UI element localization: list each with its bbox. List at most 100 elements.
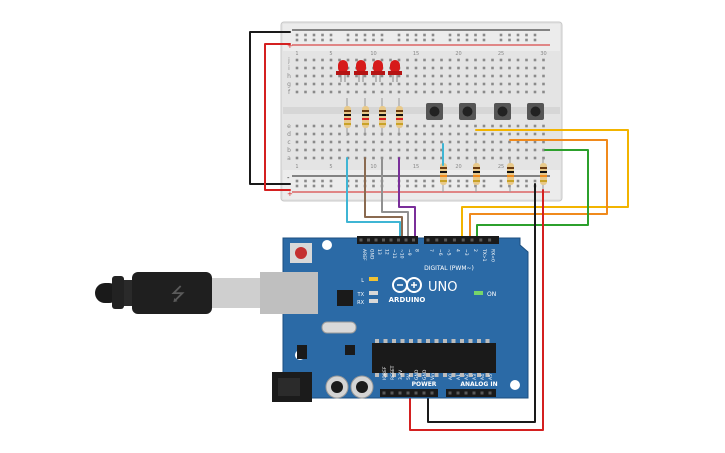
atmega-chip: [372, 339, 496, 377]
led-2[interactable]: [354, 60, 368, 82]
digital-pin-label: 2: [472, 249, 478, 252]
analog-header[interactable]: [446, 389, 496, 397]
led-resistor-3[interactable]: [379, 98, 386, 136]
button-group: [426, 103, 544, 120]
button-4[interactable]: [527, 103, 544, 120]
led-group: [336, 60, 402, 82]
digital-header-left[interactable]: [357, 236, 418, 244]
digital-pin[interactable]: [470, 238, 474, 242]
power-pin[interactable]: [398, 391, 402, 395]
analog-pin[interactable]: [480, 391, 484, 395]
digital-pin[interactable]: [374, 238, 378, 242]
wire-button-green[interactable]: [476, 149, 589, 241]
led-1[interactable]: [336, 60, 350, 82]
led-rx-indicator: [369, 299, 378, 303]
digital-pin[interactable]: [444, 238, 448, 242]
led-resistor-1[interactable]: [344, 98, 351, 136]
digital-pin[interactable]: [382, 238, 385, 242]
chip-pins: [375, 339, 490, 377]
led-resistor-4[interactable]: [396, 98, 403, 136]
row-letter: i: [288, 65, 290, 72]
led-tx-label: TX: [357, 292, 365, 298]
wire-led-2-brown[interactable]: [364, 157, 403, 241]
power-pin[interactable]: [390, 391, 394, 395]
wire-power-rail-loop[interactable]: [264, 43, 291, 191]
button-resistor-1[interactable]: [440, 158, 447, 192]
column-number: 25: [498, 164, 504, 170]
wire-ground-rail-loop[interactable]: [249, 31, 291, 185]
wire-led-1-cyan[interactable]: [346, 157, 401, 241]
row-letter: j: [287, 57, 290, 64]
row-letter: c: [287, 139, 290, 146]
digital-pin-label: 4: [454, 249, 460, 252]
analog-pin[interactable]: [488, 391, 492, 395]
row-letter: e: [287, 123, 291, 130]
row-letter: f: [288, 89, 291, 96]
wire-group: [249, 31, 629, 431]
analog-pin[interactable]: [456, 391, 460, 395]
digital-pin-label: ~11: [391, 249, 397, 259]
button-resistor-group: [440, 158, 547, 192]
wire-led-4-purple[interactable]: [398, 157, 416, 241]
power-pin[interactable]: [430, 391, 434, 395]
led-resistor-2[interactable]: [362, 98, 369, 136]
digital-pin-label: 8: [414, 249, 420, 252]
column-number: 15: [413, 51, 419, 57]
digital-header-right[interactable]: [424, 236, 499, 244]
column-number: 10: [370, 51, 376, 57]
button-resistor-3[interactable]: [507, 158, 514, 192]
digital-pin[interactable]: [488, 238, 492, 242]
column-number: 5: [329, 51, 332, 57]
wire-5v-red[interactable]: [409, 189, 544, 431]
digital-pin-label: GND: [369, 249, 375, 260]
power-pin[interactable]: [422, 391, 426, 395]
analog-pin[interactable]: [472, 391, 476, 395]
analog-pin[interactable]: [448, 391, 452, 395]
usb-port: [260, 272, 318, 314]
digital-pin-label: ~9: [406, 249, 412, 256]
button-resistor-2[interactable]: [473, 158, 480, 192]
digital-pin-label: 7: [428, 249, 434, 252]
digital-pin[interactable]: [426, 238, 430, 242]
analog-pin-label: A2: [464, 374, 470, 380]
row-letter: g: [287, 81, 291, 88]
power-pin-label: GND: [414, 369, 420, 380]
digital-pin[interactable]: [452, 238, 456, 242]
digital-pin[interactable]: [397, 238, 400, 242]
led-3[interactable]: [371, 60, 385, 82]
row-letter: b: [287, 147, 291, 154]
digital-pin[interactable]: [389, 238, 393, 242]
analog-pin[interactable]: [464, 391, 468, 395]
digital-pin[interactable]: [412, 238, 415, 242]
wire-button-orange[interactable]: [469, 139, 608, 241]
led-4[interactable]: [388, 60, 402, 82]
power-pin[interactable]: [414, 391, 418, 395]
digital-pin[interactable]: [479, 238, 483, 242]
digital-pin[interactable]: [435, 238, 439, 242]
reset-button-cap[interactable]: [295, 247, 307, 259]
button-1[interactable]: [426, 103, 443, 120]
wire-button-yellow[interactable]: [461, 129, 629, 241]
model-label: UNO: [428, 280, 457, 295]
wire-led-3-gray[interactable]: [381, 157, 409, 241]
digital-pin[interactable]: [359, 238, 363, 242]
row-letter: d: [287, 131, 291, 138]
power-pin-label: 3.3V: [398, 369, 404, 380]
digital-pin[interactable]: [461, 238, 465, 242]
rail-minus-label-bottom: -: [287, 174, 290, 182]
button-resistor-4[interactable]: [540, 158, 547, 192]
on-label: ON: [487, 291, 496, 298]
power-pin[interactable]: [382, 391, 386, 395]
power-pin[interactable]: [406, 391, 410, 395]
digital-pin-label: AREF: [361, 249, 367, 261]
on-led-indicator: [474, 291, 483, 295]
digital-pin[interactable]: [404, 238, 408, 242]
digital-pin[interactable]: [367, 238, 370, 242]
power-pin-label: 5V: [406, 373, 412, 380]
button-3[interactable]: [494, 103, 511, 120]
wire-gnd-black[interactable]: [427, 183, 536, 423]
button-2[interactable]: [459, 103, 476, 120]
